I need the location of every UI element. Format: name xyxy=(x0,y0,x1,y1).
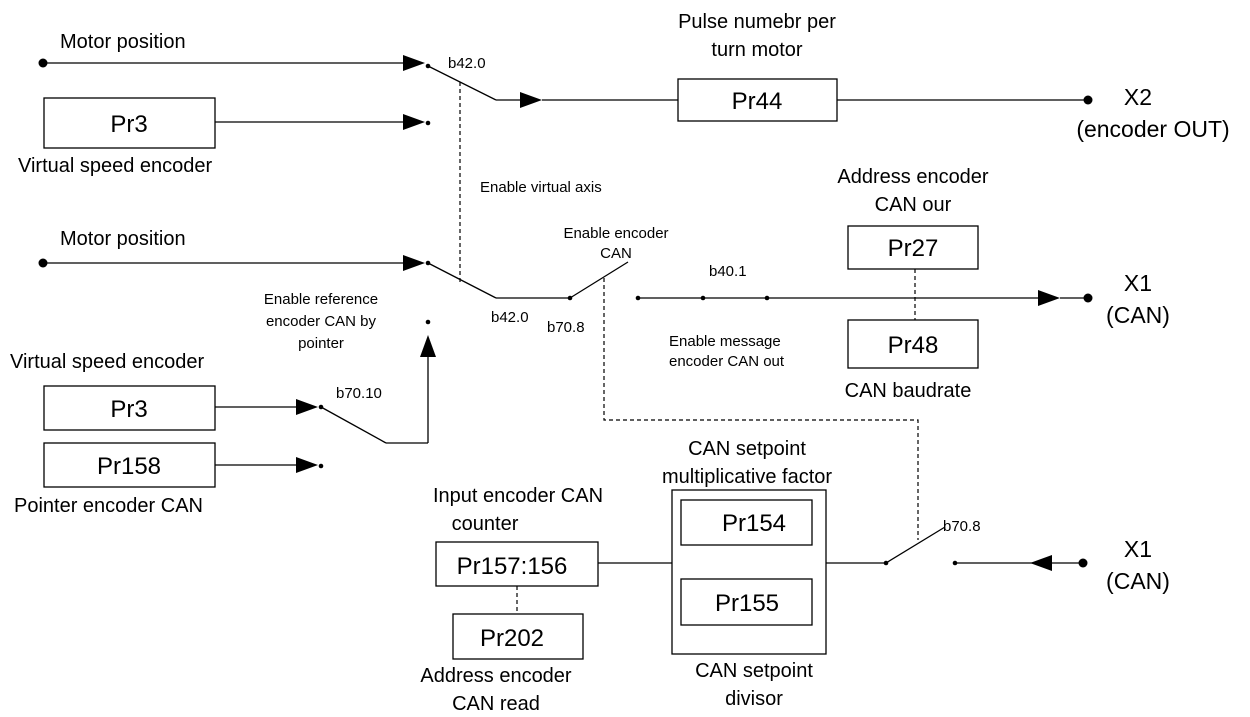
pr44-label: Pr44 xyxy=(732,88,783,115)
can-setpoint-mult-line2: multiplicative factor xyxy=(662,466,832,488)
pr3-top-arrow xyxy=(403,114,425,130)
pointer-branch: Enable reference encoder CAN by pointer … xyxy=(10,291,436,517)
address-encoder-out-line2: CAN our xyxy=(875,194,952,216)
x1-top-arrow xyxy=(1038,290,1060,306)
middle-branch: Pr27 Pr48 Motor position Enable encoder … xyxy=(38,166,1170,402)
switch-b70-8-bottom-lever xyxy=(885,526,946,564)
x1-bottom-subtitle: (CAN) xyxy=(1106,568,1170,594)
address-encoder-out-line1: Address encoder xyxy=(837,166,989,188)
switch-b42-0-top-contact-b xyxy=(425,120,431,126)
pr154-label: Pr154 xyxy=(722,510,786,537)
pr48-label: Pr48 xyxy=(888,332,939,359)
pointer-riser-arrow xyxy=(420,335,436,357)
pulse-number-label-line2: turn motor xyxy=(711,39,802,61)
enable-encoder-can-line2: CAN xyxy=(600,245,632,262)
address-encoder-read-line1: Address encoder xyxy=(420,665,572,687)
pulse-number-label-line1: Pulse numebr per xyxy=(678,11,836,33)
pr3-top-label: Pr3 xyxy=(110,111,147,138)
can-baudrate-label: CAN baudrate xyxy=(845,380,972,402)
switch-b42-0-top-lever xyxy=(427,65,497,101)
enable-message-line1: Enable message xyxy=(669,333,781,350)
pr157-156-label: Pr157:156 xyxy=(457,553,568,580)
pr44-box xyxy=(677,78,838,122)
switch-b42-0-top-arrow xyxy=(520,92,542,108)
b70-8-dashed-link xyxy=(603,278,919,540)
b70-8-bottom-label: b70.8 xyxy=(943,518,981,535)
pr3-top-box xyxy=(43,97,216,149)
enable-reference-line1: Enable reference xyxy=(264,291,378,308)
motor-position-2-arrow xyxy=(403,255,425,271)
pointer-encoder-can-label: Pointer encoder CAN xyxy=(14,495,203,517)
switch-b40-1-a xyxy=(700,295,706,301)
pr48-box xyxy=(847,319,979,369)
address-encoder-read-line2: CAN read xyxy=(452,693,540,715)
enable-message-line2: encoder CAN out xyxy=(669,353,785,370)
pr158-label: Pr158 xyxy=(97,453,161,480)
x2-title: X2 xyxy=(1124,84,1152,110)
x1-bottom-arrow xyxy=(1030,555,1052,571)
pr3-bottom-box xyxy=(43,385,216,431)
pr202-label: Pr202 xyxy=(480,625,544,652)
enable-virtual-axis-label: Enable virtual axis xyxy=(480,179,602,196)
enable-reference-line3: pointer xyxy=(298,335,344,352)
b70-10-label: b70.10 xyxy=(336,385,382,402)
pr27-label: Pr27 xyxy=(888,235,939,262)
can-setpoint-div-line2: divisor xyxy=(725,688,783,710)
switch-b40-1-b xyxy=(764,295,770,301)
x2-subtitle: (encoder OUT) xyxy=(1076,116,1229,142)
virtual-speed-encoder-1-label: Virtual speed encoder xyxy=(18,155,213,177)
top-branch: Pr3 Pr44 Motor position Virtual speed en… xyxy=(18,11,1230,177)
enable-reference-line2: encoder CAN by xyxy=(266,313,377,330)
switch-b70-10-lever xyxy=(320,406,387,444)
x2-terminal xyxy=(1083,95,1093,105)
x1-bottom-terminal xyxy=(1078,558,1088,568)
pr158-box xyxy=(43,442,216,488)
pr155-box xyxy=(680,578,813,626)
b42-0-top-label: b42.0 xyxy=(448,55,486,72)
pr202-box xyxy=(452,613,584,660)
can-setpoint-mult-line1: CAN setpoint xyxy=(688,438,806,460)
input-encoder-line2: counter xyxy=(452,513,519,535)
motor-position-1-label: Motor position xyxy=(60,31,186,53)
b42-0-mid-label: b42.0 xyxy=(491,309,529,326)
enable-encoder-can-line1: Enable encoder xyxy=(563,225,668,242)
b40-1-label: b40.1 xyxy=(709,263,747,280)
x1-top-subtitle: (CAN) xyxy=(1106,302,1170,328)
x1-top-terminal xyxy=(1083,293,1093,303)
can-setpoint-div-line1: CAN setpoint xyxy=(695,660,813,682)
switch-b70-10-contact-b xyxy=(318,463,324,469)
pr158-arrow xyxy=(296,457,318,473)
switch-b42-0-mid-lever xyxy=(427,262,497,299)
motor-position-1-arrow xyxy=(403,55,425,71)
virtual-speed-encoder-2-label: Virtual speed encoder xyxy=(10,351,205,373)
x1-top-title: X1 xyxy=(1124,270,1152,296)
pr3-bottom-label: Pr3 xyxy=(110,396,147,423)
input-encoder-line1: Input encoder CAN xyxy=(433,485,603,507)
pr155-label: Pr155 xyxy=(715,590,779,617)
motor-position-2-label: Motor position xyxy=(60,228,186,250)
pr3-bottom-arrow xyxy=(296,399,318,415)
b70-8-mid-label: b70.8 xyxy=(547,319,585,336)
x1-bottom-title: X1 xyxy=(1124,536,1152,562)
pr27-box xyxy=(847,225,979,270)
pr154-box xyxy=(680,499,813,546)
switch-b42-0-mid-contact-b xyxy=(425,319,431,325)
bottom-branch: CAN setpoint multiplicative factor Pr154… xyxy=(420,438,1170,715)
switch-b70-8-mid-lever xyxy=(569,261,629,299)
